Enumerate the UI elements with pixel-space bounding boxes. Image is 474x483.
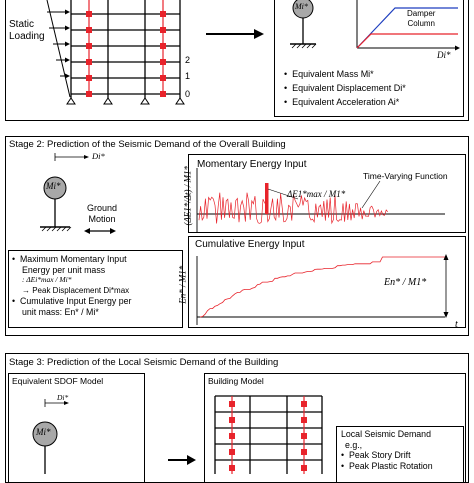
floor-label-1: 1 bbox=[185, 71, 191, 81]
stage2-title: Stage 2: Prediction of the Seismic Deman… bbox=[9, 139, 286, 150]
stage2-top-chart-box bbox=[188, 154, 466, 233]
stage3-di-label: Di* bbox=[57, 393, 69, 402]
stage2-bullets: • Maximum Momentary Input Energy per uni… bbox=[12, 254, 132, 317]
momentary-energy-series bbox=[198, 192, 389, 225]
floor-label-0: 0 bbox=[185, 89, 191, 99]
momentary-energy-peak-label: ΔE1*max / M1* bbox=[287, 189, 346, 199]
momentary-energy-title: Momentary Energy Input bbox=[197, 159, 307, 170]
stage2-mass-label: Mi* bbox=[46, 181, 61, 191]
stage1-mass-circle bbox=[292, 0, 314, 19]
stage1-supports bbox=[66, 97, 185, 105]
ground-hatch-icon bbox=[41, 226, 72, 232]
stage1-equivalent-panel bbox=[274, 0, 464, 117]
local-demand-text: Local Seismic Demand e.g., • Peak Story … bbox=[341, 429, 433, 471]
cumulative-energy-title: Cumulative Energy Input bbox=[195, 239, 305, 250]
stage2-bottom-chart-box bbox=[188, 236, 466, 328]
stage3-mass-label: Mi* bbox=[36, 427, 51, 437]
stage1-panel bbox=[5, 0, 469, 121]
stage1-dampers bbox=[86, 11, 166, 97]
cumulative-energy-xlabel: t bbox=[455, 319, 458, 330]
stage2-left-box bbox=[8, 250, 183, 328]
momentary-energy-peak bbox=[265, 183, 269, 214]
stage3-dampers bbox=[229, 401, 307, 471]
stage1-bullets: • Equivalent Mass Mi* • Equivalent Displ… bbox=[284, 69, 406, 107]
static-loading-arrows bbox=[46, 0, 71, 98]
stage2-panel bbox=[5, 136, 469, 336]
stage3-sdof-title: Equivalent SDOF Model bbox=[12, 376, 104, 386]
double-arrow-icon bbox=[84, 228, 116, 234]
stage2-mass-circle bbox=[43, 176, 67, 200]
stage3-mass-circle bbox=[32, 421, 58, 447]
stage3-building-title: Building Model bbox=[208, 376, 264, 386]
stage2-di-label: Di* bbox=[92, 151, 105, 161]
stage1-di-axis: Di* bbox=[437, 50, 451, 60]
arrow-right-icon bbox=[187, 455, 196, 465]
arrow-right-icon bbox=[254, 29, 264, 39]
floor-label-2: 2 bbox=[185, 55, 191, 65]
stage1-fd-chart bbox=[356, 0, 460, 51]
cumulative-energy-series bbox=[199, 256, 445, 318]
stage1-mass-label: Mi* bbox=[295, 2, 308, 11]
time-varying-function-label: Time-Varying Function bbox=[363, 171, 448, 181]
stage3-title: Stage 3: Prediction of the Local Seismic… bbox=[9, 357, 279, 368]
cumulative-energy-end-label: En* / M1* bbox=[384, 277, 427, 288]
